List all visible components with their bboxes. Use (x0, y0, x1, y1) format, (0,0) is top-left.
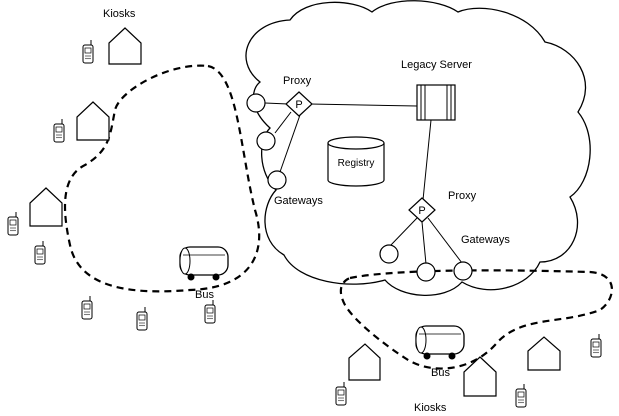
registry-label: Registry (338, 158, 375, 169)
legacy-server-label: Legacy Server (401, 59, 472, 71)
bus-icon (179, 246, 229, 281)
bus-icon (415, 325, 465, 360)
registry-database-icon (327, 136, 385, 187)
kiosk-house-icon (348, 343, 381, 381)
kiosk-house-icon (463, 356, 497, 397)
proxy-label-top: Proxy (283, 75, 312, 87)
kiosk-house-icon (527, 336, 561, 371)
gateway-node (416, 262, 436, 282)
link-proxy-top-gw2 (274, 111, 292, 134)
kiosk-house-icon (76, 101, 110, 141)
link-proxy-bottom-gw2 (421, 221, 427, 265)
gateway-node (379, 244, 399, 264)
link-proxy-top-legacy (309, 103, 418, 107)
bus-label-right: Bus (431, 367, 450, 379)
proxy-top-diamond (285, 91, 313, 117)
kiosks-label-bottom: Kiosks (414, 402, 447, 414)
bus-route-right (339, 269, 613, 370)
mobile-phone-icon (53, 119, 65, 143)
gateway-node (246, 93, 266, 113)
gateways-label-top: Gateways (274, 195, 323, 207)
mobile-phone-icon (82, 40, 94, 64)
mobile-phone-icon (204, 300, 216, 324)
mobile-phone-icon (34, 241, 46, 265)
legacy-server-icon (416, 84, 456, 121)
proxy-bottom-symbol: P (418, 205, 425, 217)
gateway-node (453, 261, 473, 281)
proxy-bottom-diamond (408, 197, 436, 223)
gateway-node (256, 131, 276, 151)
kiosk-house-icon (108, 27, 142, 65)
link-proxy-top-gw3 (279, 114, 301, 173)
kiosk-house-icon (29, 187, 63, 227)
bus-label-left: Bus (195, 289, 214, 301)
link-proxy-bottom-gw1 (389, 217, 418, 247)
mobile-phone-icon (81, 296, 93, 320)
mobile-phone-icon (7, 212, 19, 236)
mobile-phone-icon (515, 384, 527, 408)
link-legacy-proxy-bottom (422, 119, 432, 201)
gateways-label-bottom: Gateways (461, 234, 510, 246)
proxy-top-symbol: P (295, 99, 302, 111)
bus-route-left (63, 64, 261, 293)
link-proxy-bottom-gw3 (427, 217, 463, 264)
kiosks-label-top: Kiosks (103, 8, 136, 20)
mobile-phone-icon (335, 382, 347, 406)
gateway-node (267, 170, 287, 190)
network-cloud (245, 0, 591, 296)
mobile-phone-icon (136, 307, 148, 331)
mobile-phone-icon (590, 334, 602, 358)
proxy-label-bottom: Proxy (448, 190, 477, 202)
link-proxy-top-gw1 (264, 102, 289, 105)
